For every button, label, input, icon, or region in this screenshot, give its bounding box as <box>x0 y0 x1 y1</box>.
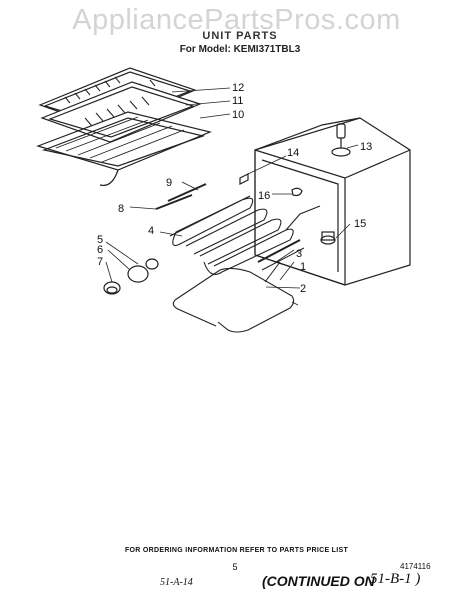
callout-4: 4 <box>148 225 154 237</box>
callout-12: 12 <box>232 82 244 94</box>
element-tube <box>257 239 301 263</box>
callout-3: 3 <box>296 248 302 260</box>
rod-8 <box>155 194 193 210</box>
leader-lines <box>105 87 359 306</box>
handwritten-reference: 51-A-14 <box>160 577 193 588</box>
model-label: For Model: KEMI371TBL3 <box>179 44 301 55</box>
diagram-title: UNIT PARTS <box>202 30 278 42</box>
wire-rack <box>36 111 212 187</box>
callout-8: 8 <box>118 203 124 215</box>
page-number: 5 <box>232 562 238 572</box>
callout-15: 15 <box>354 218 366 230</box>
oven-cavity <box>254 117 411 286</box>
knob-16 <box>291 187 303 197</box>
watermark: AppliancePartsPros.com <box>72 4 401 36</box>
callout-16: 16 <box>258 190 270 202</box>
callout-2: 2 <box>300 283 306 295</box>
bake-element <box>172 261 295 333</box>
continued-label: (CONTINUED ON <box>262 573 375 589</box>
callout-7: 7 <box>97 256 103 268</box>
callout-11: 11 <box>232 95 243 107</box>
callout-14: 14 <box>287 147 299 159</box>
continued-reference: 51-B-1 ) <box>370 571 421 587</box>
rod-9 <box>167 183 207 202</box>
lamp-assembly <box>103 258 159 295</box>
callout-1: 1 <box>300 261 306 273</box>
ordering-info: FOR ORDERING INFORMATION REFER TO PARTS … <box>124 547 349 554</box>
callout-9: 9 <box>166 177 172 189</box>
document-part-number: 4174116 <box>400 562 431 571</box>
callout-5: 5 <box>97 234 103 246</box>
element-tube-lower <box>261 247 305 271</box>
light-socket <box>331 123 351 157</box>
callout-6: 6 <box>97 244 103 256</box>
fitting-15 <box>320 231 336 245</box>
callout-13: 13 <box>360 141 372 153</box>
callout-10: 10 <box>232 109 244 121</box>
bracket-14 <box>239 173 249 185</box>
broil-element <box>169 195 321 275</box>
